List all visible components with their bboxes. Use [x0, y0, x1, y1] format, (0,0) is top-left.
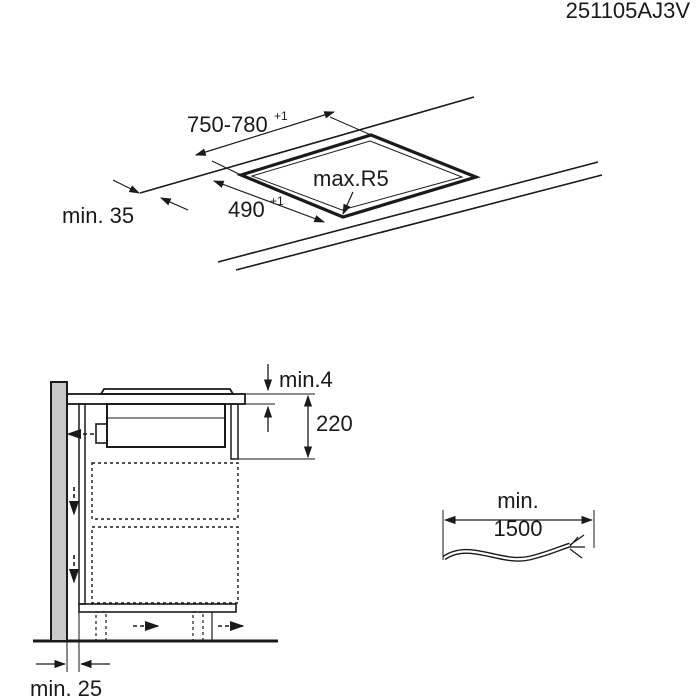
cabinet-bottom [78, 603, 237, 613]
cable-length-label-value: 1500 [494, 516, 543, 541]
cable-length-label-min: min. [497, 488, 539, 513]
edge-distance-arrow-left [112, 179, 140, 194]
cable-wire-3 [569, 548, 583, 559]
worktop [66, 393, 246, 405]
worktop-front-lower-edge [235, 174, 603, 271]
cable-view [442, 510, 595, 562]
power-cable-inner [443, 543, 571, 561]
cutout-width-dimension [194, 111, 336, 156]
height-label: 220 [316, 411, 353, 436]
cutout-width-extension-right [329, 116, 372, 136]
worktop-cutout-view [112, 96, 603, 271]
edge-distance-label: min. 35 [62, 203, 134, 228]
drawer-lower [91, 526, 239, 604]
cutout-depth-dimension [212, 180, 326, 223]
worktop-front-edge [217, 161, 599, 263]
corner-radius-label: max.R5 [313, 166, 389, 191]
cutout-depth-tolerance: +1 [270, 194, 284, 208]
edge-distance-arrow-right [160, 197, 189, 211]
cabinet-front-panel [230, 403, 239, 460]
drawing-code: 251105AJ3V [566, 0, 691, 23]
cutout-width-label: 750-780 [187, 112, 268, 137]
drawer-upper [91, 462, 239, 520]
plinth-left [95, 611, 107, 642]
cutout-width-tolerance: +1 [274, 109, 288, 123]
plinth-right [192, 611, 204, 642]
cable-wire-4 [569, 536, 579, 547]
wall [50, 381, 68, 642]
hob-body [106, 403, 226, 448]
side-section-view [33, 364, 315, 672]
top-gap-label: min.4 [279, 367, 333, 392]
cutout-width-extension-left [211, 160, 242, 176]
cutout-depth-label: 490 [228, 197, 265, 222]
vent-outlet [95, 423, 108, 444]
corner-radius-leader [342, 191, 354, 215]
wall-gap-label: min. 25 [30, 676, 102, 700]
